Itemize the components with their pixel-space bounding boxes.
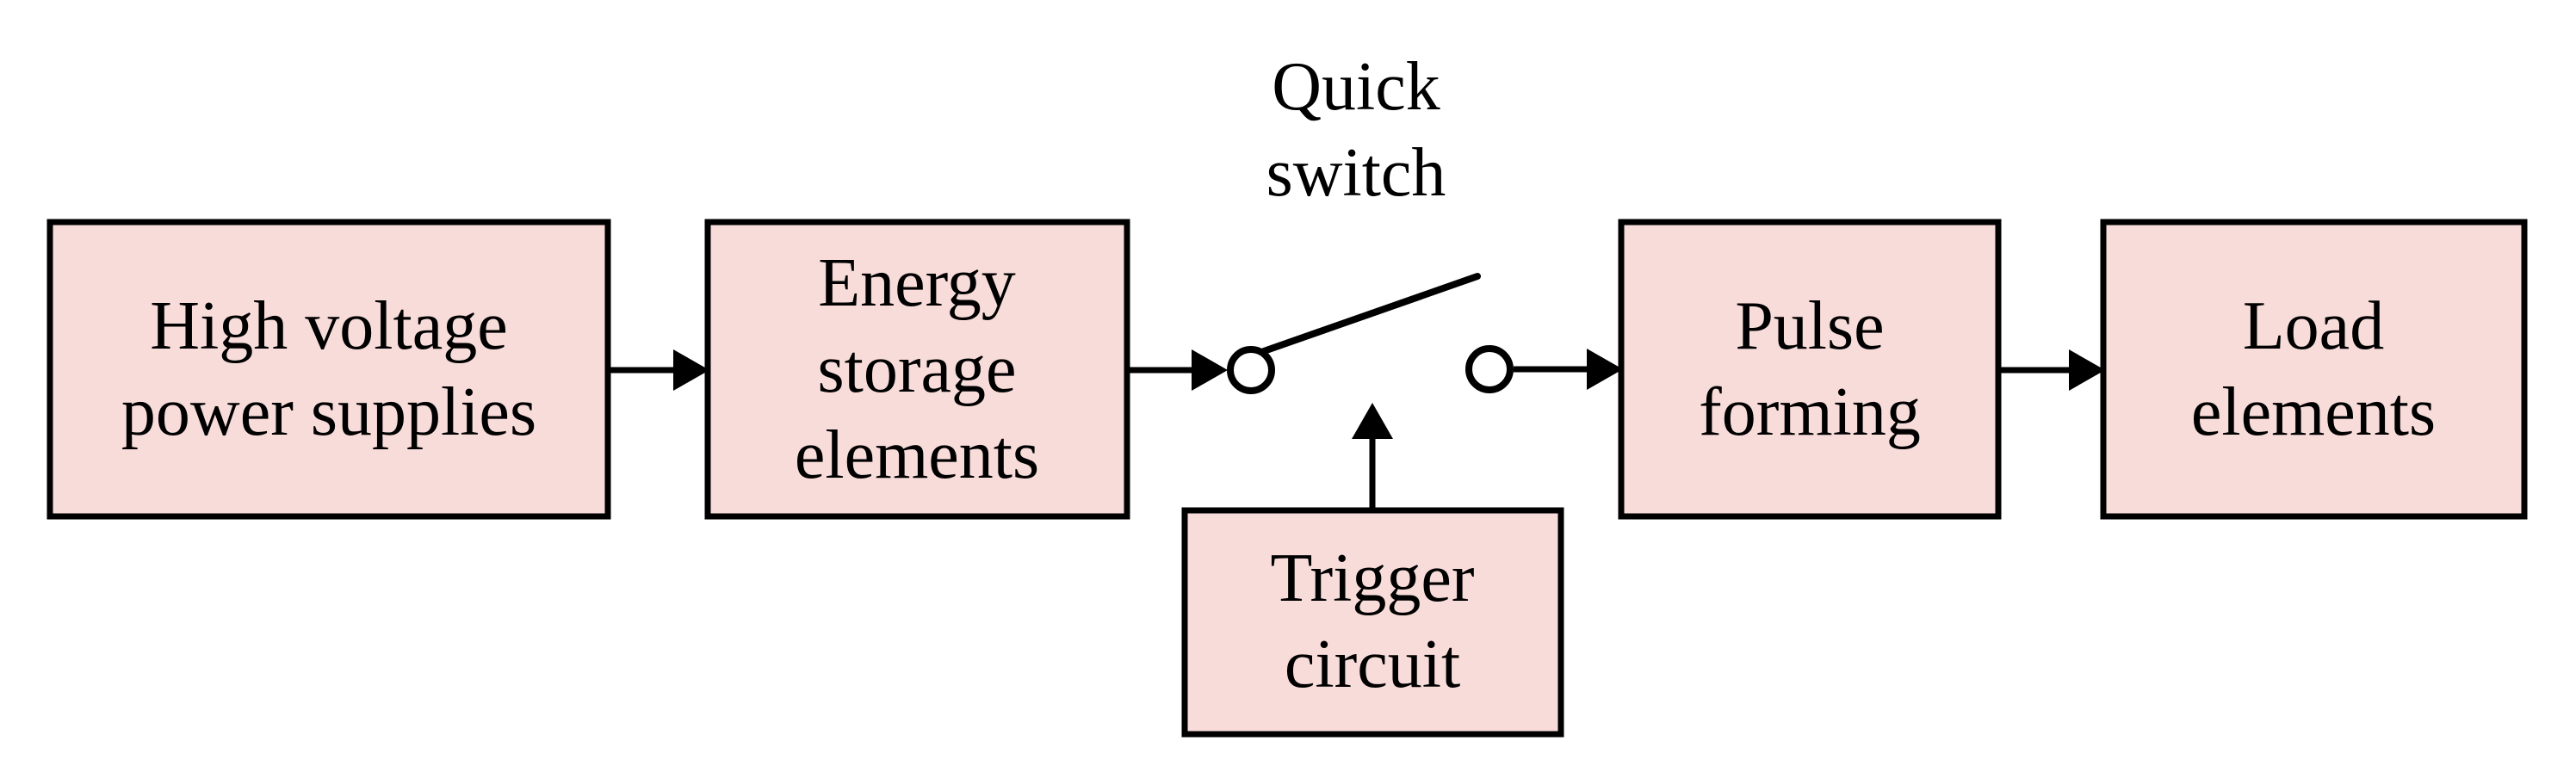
box-energy-storage-label-line2: storage bbox=[817, 331, 1016, 407]
box-pulse-forming-label-line1: Pulse bbox=[1735, 288, 1884, 364]
arrow-storage-to-switch-head bbox=[1192, 349, 1228, 391]
box-pulse-forming-label-line2: forming bbox=[1699, 374, 1921, 450]
arrow-switch-to-pulse-head bbox=[1587, 349, 1623, 390]
quick-switch-label: Quick switch bbox=[1266, 49, 1446, 211]
arrow-switch-to-pulse bbox=[1514, 349, 1623, 390]
arrow-trigger-to-switch-head bbox=[1352, 403, 1393, 439]
arrow-pulse-to-load-head bbox=[2069, 349, 2105, 391]
arrow-pulse-to-load bbox=[1998, 349, 2105, 391]
box-pulse-forming: Pulse forming bbox=[1618, 219, 2002, 520]
box-load-elements-label-line1: Load bbox=[2243, 288, 2384, 364]
switch-right-terminal bbox=[1465, 345, 1514, 393]
box-load-elements-rect bbox=[2100, 219, 2528, 520]
box-high-voltage-power-supplies: High voltage power supplies bbox=[46, 219, 611, 520]
box-trigger-circuit-label-line2: circuit bbox=[1285, 627, 1460, 702]
box-energy-storage-elements: Energy storage elements bbox=[704, 219, 1130, 520]
box-energy-storage-label-line1: Energy bbox=[818, 245, 1016, 321]
box-trigger-circuit-label-line1: Trigger bbox=[1270, 541, 1474, 616]
arrow-hv-to-storage bbox=[608, 349, 709, 391]
box-high-voltage-label-line2: power supplies bbox=[121, 374, 536, 450]
box-high-voltage-label-line1: High voltage bbox=[150, 288, 507, 364]
quick-switch-label-line2: switch bbox=[1266, 135, 1446, 211]
box-trigger-circuit-rect bbox=[1181, 507, 1564, 738]
arrow-trigger-to-switch bbox=[1352, 403, 1393, 510]
box-pulse-forming-rect bbox=[1618, 219, 2002, 520]
arrow-hv-to-storage-head bbox=[673, 349, 709, 391]
switch-arm bbox=[1260, 273, 1481, 355]
box-high-voltage-rect bbox=[46, 219, 611, 520]
box-load-elements-label-line2: elements bbox=[2191, 374, 2436, 450]
arrow-storage-to-switch bbox=[1127, 349, 1228, 391]
switch-left-terminal bbox=[1227, 346, 1275, 394]
box-load-elements: Load elements bbox=[2100, 219, 2528, 520]
box-energy-storage-label-line3: elements bbox=[795, 417, 1039, 493]
quick-switch-icon bbox=[1227, 273, 1514, 394]
quick-switch-label-line1: Quick bbox=[1272, 49, 1440, 125]
box-trigger-circuit: Trigger circuit bbox=[1181, 507, 1564, 738]
